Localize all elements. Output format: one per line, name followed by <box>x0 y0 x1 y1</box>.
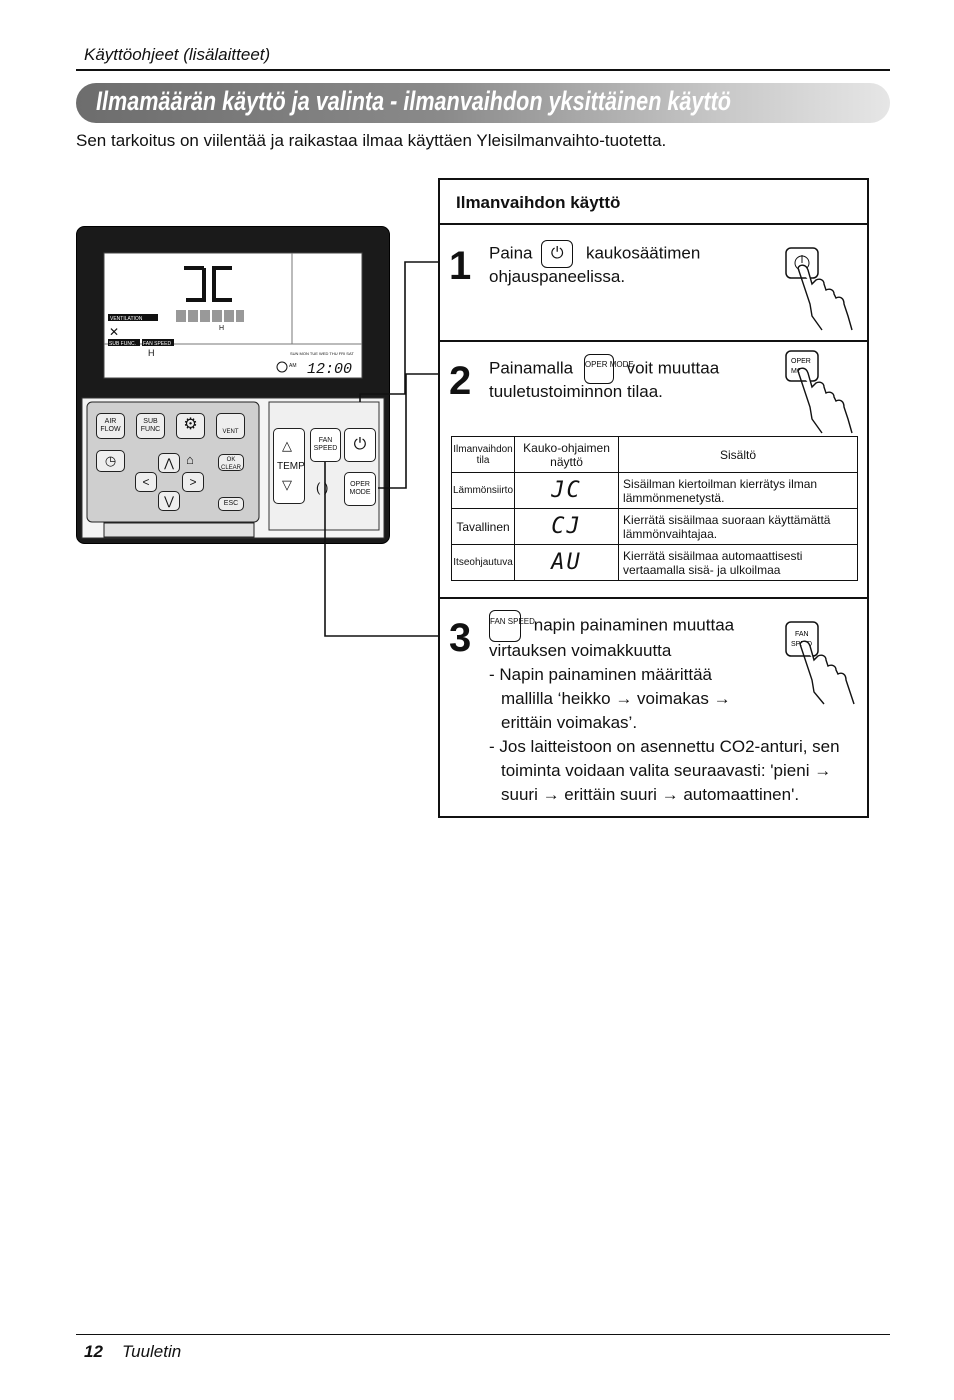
step-2-line1-post: voit muuttaa <box>626 358 720 378</box>
temp-up-icon[interactable]: △ <box>282 438 292 453</box>
lcd-sub-func: SUB FUNC. <box>109 341 136 347</box>
clock-icon <box>276 361 288 373</box>
vent-button[interactable]: VENT <box>216 413 245 439</box>
step-3-line1-post: napin painaminen muuttaa <box>533 615 735 635</box>
table-row: Tavallinen CJ Kierrätä sisäilmaa suoraan… <box>450 508 858 545</box>
fan-icon: ✕ <box>109 325 119 339</box>
table-row: Lämmönsiirto JC Sisäilman kiertoilman ki… <box>450 472 858 509</box>
step-3-line2: virtauksen voimakkuutta <box>489 641 672 660</box>
lcd-time: 12:00 <box>307 361 352 378</box>
temp-down-icon[interactable]: ▽ <box>282 477 292 492</box>
step-3-bullet2-line3: suuri → erittäin suuri → automaattinen'. <box>501 785 800 804</box>
desc-cell: Kierrätä sisäilmaa automaattisesti verta… <box>618 544 858 581</box>
ventilation-mode-table: Ilmanvaihdon tila Kauko-ohjaimen näyttö … <box>450 436 858 581</box>
table-row: Itseohjautuva AU Kierrätä sisäilmaa auto… <box>450 544 858 581</box>
power-button[interactable]: ⏻ <box>344 428 376 462</box>
up-arrow-button[interactable]: ⋀ <box>158 453 180 473</box>
small-circle-icon: ( ) <box>316 480 329 495</box>
panel-divider <box>438 340 869 342</box>
step-1-line1-pre: Paina <box>489 243 533 263</box>
desc-cell: Kierrätä sisäilmaa suoraan käyttämättä l… <box>618 508 858 545</box>
panel-title: Ilmanvaihdon käyttö <box>456 193 621 212</box>
lcd-fan-speed: FAN SPEED <box>143 341 171 347</box>
lcd-ventilation: VENTILATION <box>110 316 143 322</box>
fan-speed-key-icon: FAN SPEED <box>489 610 535 642</box>
down-arrow-button[interactable]: ⋁ <box>158 491 180 511</box>
hand-press-power-icon <box>785 247 853 331</box>
mode-cell: Itseohjautuva <box>450 544 516 581</box>
footer-divider <box>76 1334 890 1335</box>
temp-label: TEMP <box>277 461 305 472</box>
panel-divider <box>438 223 869 225</box>
step-3-bullet1-line1: - Napin painaminen määrittää <box>489 665 713 684</box>
mode-cell: Lämmönsiirto <box>450 472 516 509</box>
svg-text:MO: MO <box>791 368 803 375</box>
step-3-bullet1-line3: erittäin voimakas’. <box>501 713 638 732</box>
step-3-text: FAN SPEED napin painaminen muuttaa <box>489 610 734 642</box>
table-header: Ilmanvaihdon tila <box>450 436 516 473</box>
hand-press-fan-speed-icon: FAN SPE D <box>785 621 855 705</box>
lcd-days: SUN MON TUE WED THU FRI SAT <box>290 351 354 356</box>
left-arrow-button[interactable]: < <box>135 472 157 492</box>
table-header-row: Ilmanvaihdon tila Kauko-ohjaimen näyttö … <box>450 436 858 473</box>
home-icon: ⌂ <box>186 452 194 467</box>
desc-cell: Sisäilman kiertoilman kierrätys ilman lä… <box>618 472 858 509</box>
step-1-line1-post: kaukosäätimen <box>585 243 701 263</box>
lcd-h2: H <box>219 325 224 332</box>
remote-controller: VENTILATION SUB FUNC. FAN SPEED H H ✕ SU… <box>76 226 390 544</box>
settings-gear-icon[interactable]: ⚙ <box>176 413 205 439</box>
title-banner <box>76 83 890 123</box>
lcd-h1: H <box>148 348 155 358</box>
svg-text:OPER: OPER <box>791 358 811 365</box>
mode-cell: Tavallinen <box>450 508 516 545</box>
step-1-line2: ohjauspaneelissa. <box>489 267 626 286</box>
step-2-line1-pre: Painamalla <box>489 358 574 378</box>
step-2-number: 2 <box>449 359 472 403</box>
page-number: 12 <box>84 1342 103 1361</box>
oper-mode-key-icon: OPER MODE <box>583 354 634 384</box>
display-cell: AU <box>514 544 620 581</box>
intro-text: Sen tarkoitus on viilentää ja raikastaa … <box>76 131 667 150</box>
right-arrow-button[interactable]: > <box>182 472 204 492</box>
step-3-bullet1-line2: mallilla ‘heikko → voimakas → <box>501 689 731 708</box>
step-1-number: 1 <box>449 244 472 288</box>
step-3-number: 3 <box>449 616 472 660</box>
hand-press-oper-mode-icon: OPER MO <box>785 350 853 434</box>
esc-button[interactable]: ESC <box>218 497 244 511</box>
table-header: Sisältö <box>618 436 858 473</box>
air-flow-button[interactable]: AIR FLOW <box>96 413 125 439</box>
oper-mode-button[interactable]: OPER MODE <box>344 472 376 506</box>
step-2-text: Painamalla OPER MODE voit muuttaa <box>489 354 719 384</box>
step-3-bullet2-line2: toiminta voidaan valita seuraavasti: 'pi… <box>501 761 832 780</box>
lcd-am: AM <box>289 363 297 369</box>
step-1-text: Paina ⏻ kaukosäätimen <box>489 240 700 268</box>
temp-button-group <box>273 428 305 504</box>
ok-clear-button[interactable]: OK CLEAR <box>218 454 244 471</box>
panel-divider <box>438 597 869 599</box>
timer-clock-icon[interactable]: ◷ <box>96 450 125 472</box>
header-divider <box>76 69 890 71</box>
display-cell: CJ <box>514 508 620 545</box>
instruction-panel <box>438 178 869 818</box>
page-title: Ilmamäärän käyttö ja valinta - ilmanvaih… <box>96 86 732 116</box>
step-2-line2: tuuletustoiminnon tilaa. <box>489 382 663 401</box>
svg-text:FAN: FAN <box>795 631 809 638</box>
footer-title: Tuuletin <box>122 1342 182 1361</box>
header-section: Käyttöohjeet (lisälaitteet) <box>84 45 271 64</box>
step-3-bullet2-line1: - Jos laitteistoon on asennettu CO2-antu… <box>489 737 840 756</box>
fan-speed-button[interactable]: FAN SPEED <box>310 428 341 462</box>
power-icon: ⏻ <box>541 240 574 268</box>
lcd-mode-digits <box>184 266 232 302</box>
table-header: Kauko-ohjaimen näyttö <box>514 436 620 473</box>
sub-func-button[interactable]: SUB FUNC <box>136 413 165 439</box>
display-cell: JC <box>514 472 620 509</box>
